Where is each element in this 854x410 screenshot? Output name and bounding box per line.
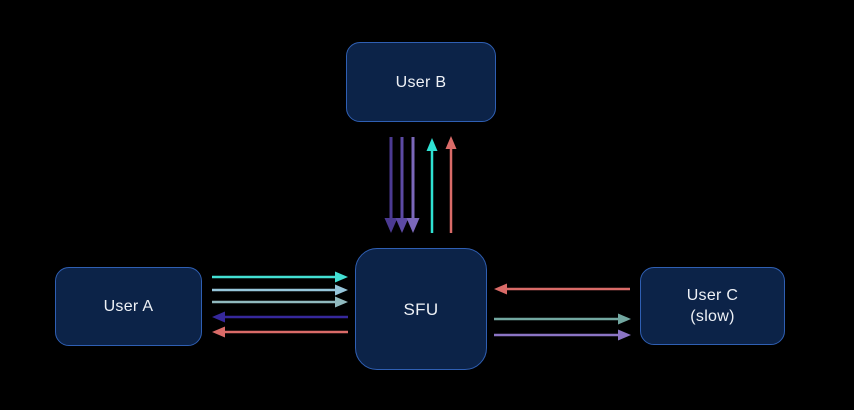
arrow-b-layer3-to-sfu bbox=[406, 137, 420, 233]
node-user-a-label: User A bbox=[103, 298, 154, 315]
node-user-b-label: User B bbox=[395, 73, 447, 91]
arrow-b-layer2-to-sfu bbox=[395, 137, 409, 233]
node-user-c-label: User C bbox=[686, 287, 739, 304]
arrow-sfu-to-a-purple bbox=[212, 311, 348, 323]
arrow-a-layer2-to-sfu bbox=[212, 284, 348, 296]
node-user-c-sublabel: (slow) bbox=[690, 308, 735, 325]
arrow-b-layer1-to-sfu bbox=[384, 137, 398, 233]
arrow-a-layer1-to-sfu bbox=[212, 271, 348, 283]
node-sfu: SFU bbox=[355, 248, 487, 370]
node-user-b: User B bbox=[346, 42, 496, 122]
arrow-a-layer3-to-sfu bbox=[212, 296, 348, 308]
arrow-sfu-to-c-teal bbox=[494, 313, 631, 325]
node-user-c: User C (slow) bbox=[640, 267, 785, 345]
arrow-sfu-to-b-cyan bbox=[426, 138, 438, 233]
arrow-sfu-to-c-purple bbox=[494, 329, 631, 341]
arrow-sfu-to-b-red bbox=[445, 136, 457, 233]
node-sfu-label: SFU bbox=[403, 299, 439, 319]
arrow-c-to-sfu-red bbox=[494, 283, 630, 295]
arrow-sfu-to-a-red bbox=[212, 326, 348, 338]
node-user-a: User A bbox=[55, 267, 202, 346]
